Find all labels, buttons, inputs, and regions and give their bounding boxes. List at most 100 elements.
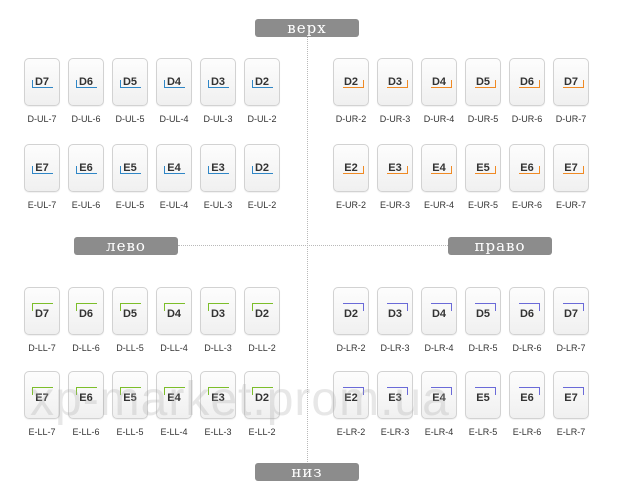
tooth-tile[interactable]: E7: [24, 144, 60, 192]
tooth-label: D3: [387, 308, 403, 320]
tooth-tile[interactable]: D6: [68, 58, 104, 106]
tooth-label: D6: [519, 308, 535, 320]
tooth-tile[interactable]: E3: [200, 371, 236, 419]
tooth-code: D-LL-3: [204, 343, 232, 353]
tooth-tile[interactable]: E3: [377, 144, 413, 192]
tooth-label: D6: [78, 308, 94, 320]
bracket-marker-icon: [343, 387, 364, 395]
tooth-tile[interactable]: E5: [112, 144, 148, 192]
tooth-tile[interactable]: E5: [112, 371, 148, 419]
tooth-tile[interactable]: E2: [333, 144, 369, 192]
tooth-tile[interactable]: D5: [465, 58, 501, 106]
tooth-tile[interactable]: D4: [421, 58, 457, 106]
tooth-label: D4: [431, 308, 447, 320]
bracket-marker-icon: [164, 303, 185, 311]
tooth-label: E4: [167, 392, 181, 404]
bracket-marker-icon: [32, 387, 53, 395]
tooth-tile[interactable]: D3: [200, 58, 236, 106]
tooth-tile[interactable]: D2: [244, 371, 280, 419]
tooth-tile[interactable]: D3: [200, 287, 236, 335]
tooth-tile[interactable]: E3: [377, 371, 413, 419]
bracket-marker-icon: [387, 166, 408, 174]
bracket-marker-icon: [252, 80, 273, 88]
tooth-tile[interactable]: E5: [465, 371, 501, 419]
tooth-tile[interactable]: E6: [68, 144, 104, 192]
tooth-tile[interactable]: E6: [68, 371, 104, 419]
tooth-tile[interactable]: D6: [68, 287, 104, 335]
tooth-tile[interactable]: D5: [112, 58, 148, 106]
tooth-tile[interactable]: D2: [244, 144, 280, 192]
tooth-tile[interactable]: E6: [509, 371, 545, 419]
tooth-tile[interactable]: E6: [509, 144, 545, 192]
tooth-code: D-LL-6: [72, 343, 100, 353]
bracket-marker-icon: [164, 387, 185, 395]
tooth-tile[interactable]: E2: [333, 371, 369, 419]
tooth-label: E4: [432, 392, 446, 404]
tooth-tile[interactable]: D3: [377, 287, 413, 335]
bracket-marker-icon: [431, 166, 452, 174]
tooth-tile[interactable]: D7: [553, 287, 589, 335]
tooth-code: E-UR-5: [467, 200, 498, 210]
tooth-code: E-UR-6: [511, 200, 542, 210]
tooth-tile[interactable]: D2: [244, 287, 280, 335]
tooth-tile[interactable]: E3: [200, 144, 236, 192]
tooth-tile[interactable]: E4: [421, 144, 457, 192]
tooth-tile[interactable]: D2: [333, 58, 369, 106]
tooth-tile[interactable]: E4: [421, 371, 457, 419]
tooth-code: E-LL-3: [204, 427, 232, 437]
tooth-tile[interactable]: D5: [112, 287, 148, 335]
tooth-tile[interactable]: D5: [465, 287, 501, 335]
tooth-tile[interactable]: E4: [156, 371, 192, 419]
tooth-tile[interactable]: D6: [509, 58, 545, 106]
tooth-tile[interactable]: D7: [24, 58, 60, 106]
tooth-tile[interactable]: D4: [156, 58, 192, 106]
tooth-code: E-UL-7: [27, 200, 57, 210]
tooth-tile[interactable]: D3: [377, 58, 413, 106]
tooth-code: D-LR-3: [380, 343, 410, 353]
tooth-tile[interactable]: E4: [156, 144, 192, 192]
tooth-code: E-UL-2: [247, 200, 277, 210]
tooth-code: D-UL-7: [27, 114, 57, 124]
bracket-marker-icon: [343, 166, 364, 174]
tooth-code: E-UL-5: [115, 200, 145, 210]
tooth-tile[interactable]: D2: [333, 287, 369, 335]
bracket-marker-icon: [208, 166, 229, 174]
tooth-tile[interactable]: D4: [156, 287, 192, 335]
bracket-marker-icon: [76, 80, 97, 88]
tooth-tile[interactable]: D4: [421, 287, 457, 335]
tooth-tile[interactable]: D6: [509, 287, 545, 335]
tooth-tile[interactable]: E7: [553, 371, 589, 419]
bracket-marker-icon: [431, 387, 452, 395]
bracket-marker-icon: [387, 387, 408, 395]
tooth-tile[interactable]: E7: [24, 371, 60, 419]
tooth-code: E-LR-5: [468, 427, 498, 437]
tooth-code: D-UL-5: [115, 114, 145, 124]
bracket-marker-icon: [252, 303, 273, 311]
tooth-tile[interactable]: D2: [244, 58, 280, 106]
tooth-tile[interactable]: D7: [24, 287, 60, 335]
tooth-tile[interactable]: E7: [553, 144, 589, 192]
tooth-label: D3: [210, 308, 226, 320]
tooth-code: E-LL-2: [248, 427, 276, 437]
tooth-code: E-LR-7: [556, 427, 586, 437]
bracket-marker-icon: [519, 303, 540, 311]
tooth-label: E7: [564, 392, 578, 404]
tooth-tile[interactable]: E5: [465, 144, 501, 192]
bracket-marker-icon: [563, 80, 584, 88]
bracket-marker-icon: [76, 387, 97, 395]
tooth-tile[interactable]: D7: [553, 58, 589, 106]
watermark-text: xp-market.prom.ua: [30, 373, 450, 426]
tooth-code: D-UR-2: [335, 114, 367, 124]
